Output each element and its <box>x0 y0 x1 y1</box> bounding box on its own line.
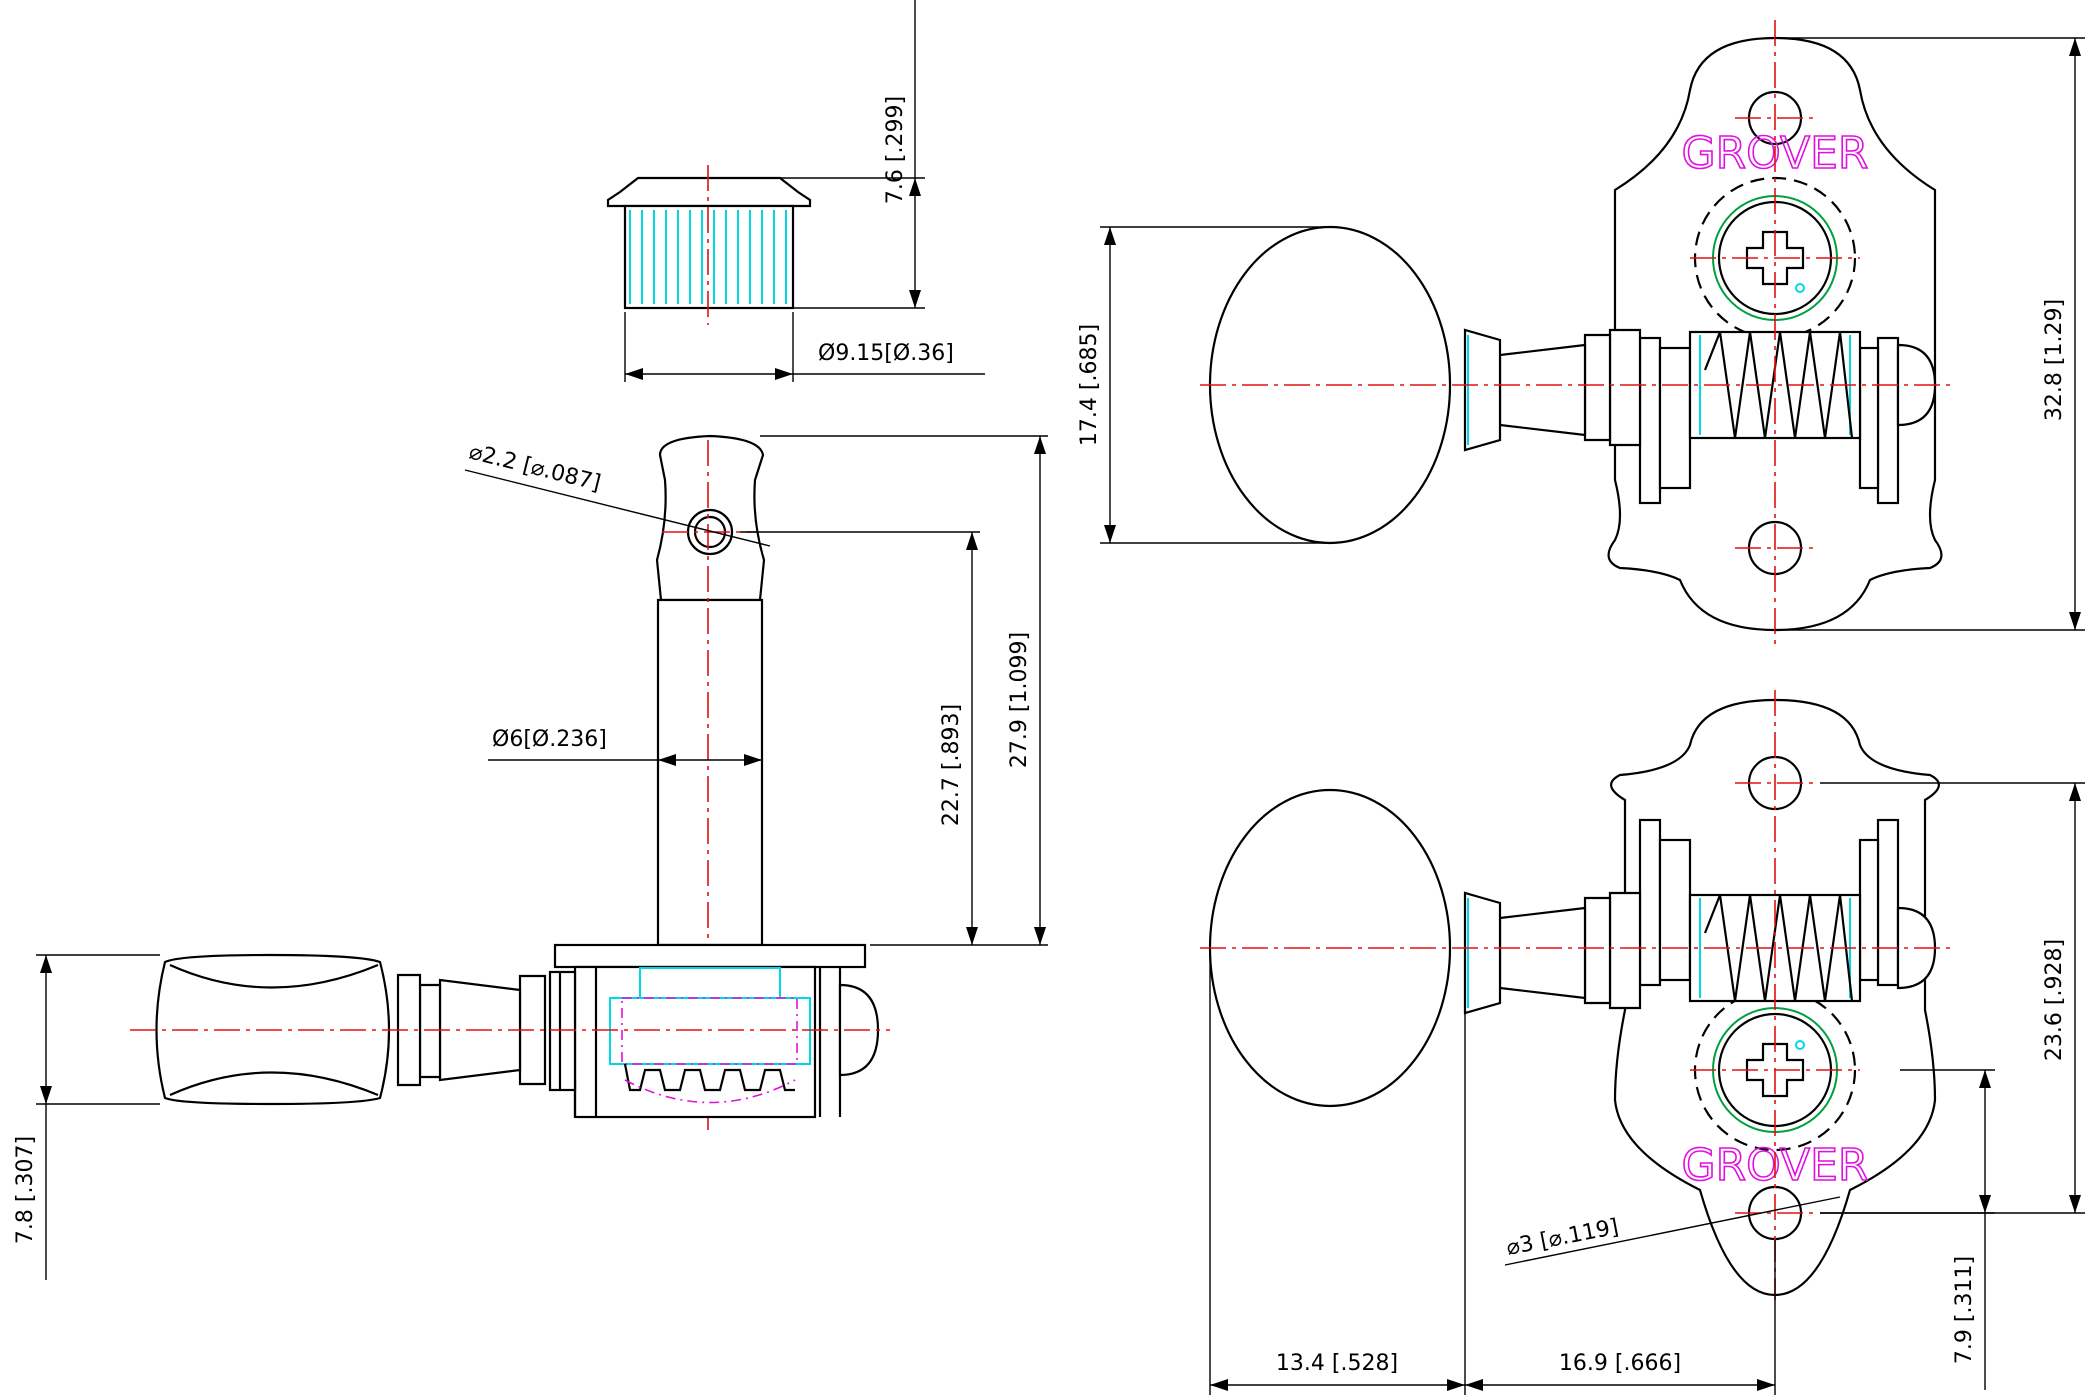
dim-shaft-length: 16.9 [.666] <box>1559 1351 1681 1376</box>
dim-post-diameter: Ø6[Ø.236] <box>492 727 607 752</box>
dim-cap-diameter: Ø9.15[Ø.36] <box>818 341 954 366</box>
dim-hole-spacing: 23.6 [.928] <box>2042 939 2067 1061</box>
dim-hole-offset: 7.9 [.311] <box>1952 1256 1977 1364</box>
dim-button-height: 17.4 [.685] <box>1077 324 1102 446</box>
dim-button-thickness: 7.8 [.307] <box>13 1136 38 1244</box>
dim-button-width: 13.4 [.528] <box>1276 1351 1398 1376</box>
side-view: 22.7 [.893] 27.9 [1.099] Ø6[Ø.236] ⌀2.2 … <box>13 434 1048 1280</box>
dim-post-total-height: 27.9 [1.099] <box>1007 632 1032 768</box>
dim-cap-height: 7.6 [.299] <box>883 96 908 204</box>
dim-plate-length: 32.8 [1.29] <box>2042 299 2067 421</box>
front-view-lower: GROVER 23.6 [.928] 7.9 [.311] <box>1200 690 2085 1395</box>
dim-post-hole-height: 22.7 [.893] <box>939 704 964 826</box>
bushing-view: 7.6 [.299] Ø9.15[Ø.36] <box>606 0 985 382</box>
front-view-upper: GROVER 17.4 [.685] 32.8 [1.29] <box>1077 20 2085 650</box>
